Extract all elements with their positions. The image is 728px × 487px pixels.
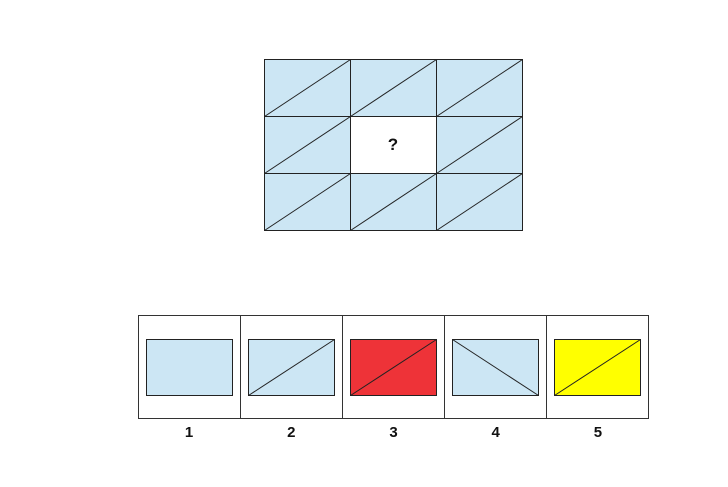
matrix-cell-8-diagonal <box>350 173 437 231</box>
matrix-cell-1-diagonal <box>264 59 351 117</box>
matrix-cell-2-diagonal <box>350 59 437 117</box>
matrix-cell-7-diagonal <box>264 173 351 231</box>
answer-option-4-diagonal <box>452 338 539 396</box>
matrix-cell-9-shape <box>436 173 523 231</box>
matrix-cell-9 <box>436 173 523 231</box>
matrix-cell-2 <box>350 59 437 117</box>
matrix-cell-8 <box>350 173 437 231</box>
matrix-cell-missing: ? <box>350 116 437 174</box>
answer-option-1-shape <box>146 338 233 396</box>
answer-label-4: 4 <box>491 424 500 441</box>
matrix-cell-4-shape <box>264 116 351 174</box>
matrix-cell-5-rect <box>350 116 437 174</box>
matrix-cell-6-diagonal <box>436 116 523 174</box>
answer-option-4-shape <box>452 338 539 396</box>
missing-cell-question-mark: ? <box>387 134 399 154</box>
matrix-cell-4-diagonal <box>264 116 351 174</box>
matrix-cell-1-shape <box>264 59 351 117</box>
matrix-cell-7 <box>264 173 351 231</box>
answer-option-5-diagonal <box>554 338 641 396</box>
answer-option-2-shape <box>248 338 335 396</box>
matrix-cell-7-shape <box>264 173 351 231</box>
matrix-cell-6 <box>436 116 523 174</box>
matrix-cell-3-diagonal <box>436 59 523 117</box>
answer-label-2: 2 <box>287 424 296 441</box>
matrix-cell-8-shape <box>350 173 437 231</box>
answer-option-1-rect <box>146 338 233 396</box>
answer-option-3-shape <box>350 338 437 396</box>
puzzle-matrix: ? <box>264 59 523 231</box>
answer-options <box>138 315 649 419</box>
answer-label-3: 3 <box>389 424 398 441</box>
answer-option-2[interactable] <box>241 316 343 418</box>
answer-option-2-diagonal <box>248 338 335 396</box>
matrix-cell-3-shape <box>436 59 523 117</box>
answer-label-1: 1 <box>184 424 194 441</box>
answer-option-3-diagonal <box>350 338 437 396</box>
matrix-cell-4 <box>264 116 351 174</box>
answer-option-3[interactable] <box>343 316 445 418</box>
matrix-cell-9-diagonal <box>436 173 523 231</box>
answer-labels: 1 2 3 4 5 <box>138 424 649 441</box>
matrix-cell-6-shape <box>436 116 523 174</box>
matrix-cell-3 <box>436 59 523 117</box>
matrix-cell-1 <box>264 59 351 117</box>
matrix-cell-2-shape <box>350 59 437 117</box>
answer-option-1[interactable] <box>139 316 241 418</box>
answer-option-5-shape <box>554 338 641 396</box>
answer-option-5[interactable] <box>547 316 648 418</box>
answer-option-4[interactable] <box>445 316 547 418</box>
answer-label-5: 5 <box>593 424 603 441</box>
matrix-cell-5-shape <box>350 116 437 174</box>
